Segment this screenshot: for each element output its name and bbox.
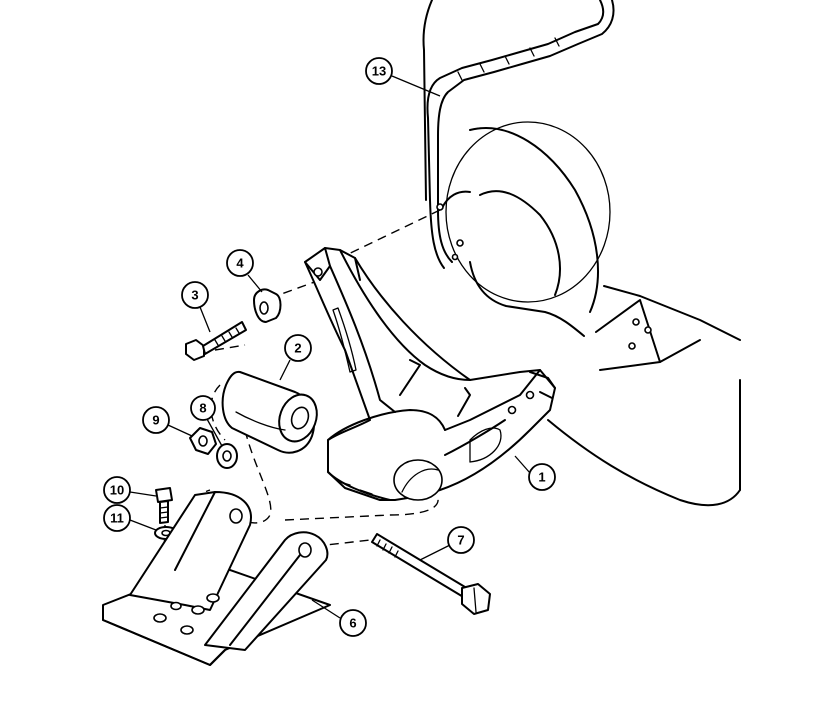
callout-10: 10: [103, 476, 157, 504]
callout-2-label: 2: [294, 341, 301, 356]
spacer-washer: [253, 288, 282, 323]
callout-7-label: 7: [457, 533, 464, 548]
callout-4-label: 4: [236, 256, 244, 271]
callout-1: 1: [514, 455, 556, 491]
callout-11: 11: [103, 504, 157, 532]
callout-9-label: 9: [152, 413, 159, 428]
engine-mount-bracket: [304, 247, 556, 501]
small-bolt: [155, 487, 173, 524]
callout-10-label: 10: [110, 483, 124, 498]
flat-washer: [216, 443, 238, 469]
callout-6: 6: [311, 599, 367, 637]
callout-3: 3: [181, 281, 211, 333]
callout-8-label: 8: [199, 401, 206, 416]
hex-bolt: [185, 321, 247, 361]
flywheel-housing: [422, 0, 741, 507]
callout-13: 13: [365, 57, 441, 97]
callout-8: 8: [190, 395, 223, 447]
callout-7: 7: [419, 526, 475, 561]
long-bolt: [371, 533, 491, 615]
callout-4: 4: [226, 249, 263, 293]
callout-13-label: 13: [372, 64, 386, 79]
callout-6-label: 6: [349, 616, 356, 631]
callout-11-label: 11: [110, 511, 124, 526]
rubber-bushing: [221, 370, 318, 454]
hex-nut: [189, 427, 217, 455]
callout-9: 9: [142, 406, 193, 437]
base-bracket: [102, 491, 331, 666]
callout-3-label: 3: [191, 288, 198, 303]
callout-1-label: 1: [538, 470, 545, 485]
callout-2: 2: [279, 334, 312, 381]
